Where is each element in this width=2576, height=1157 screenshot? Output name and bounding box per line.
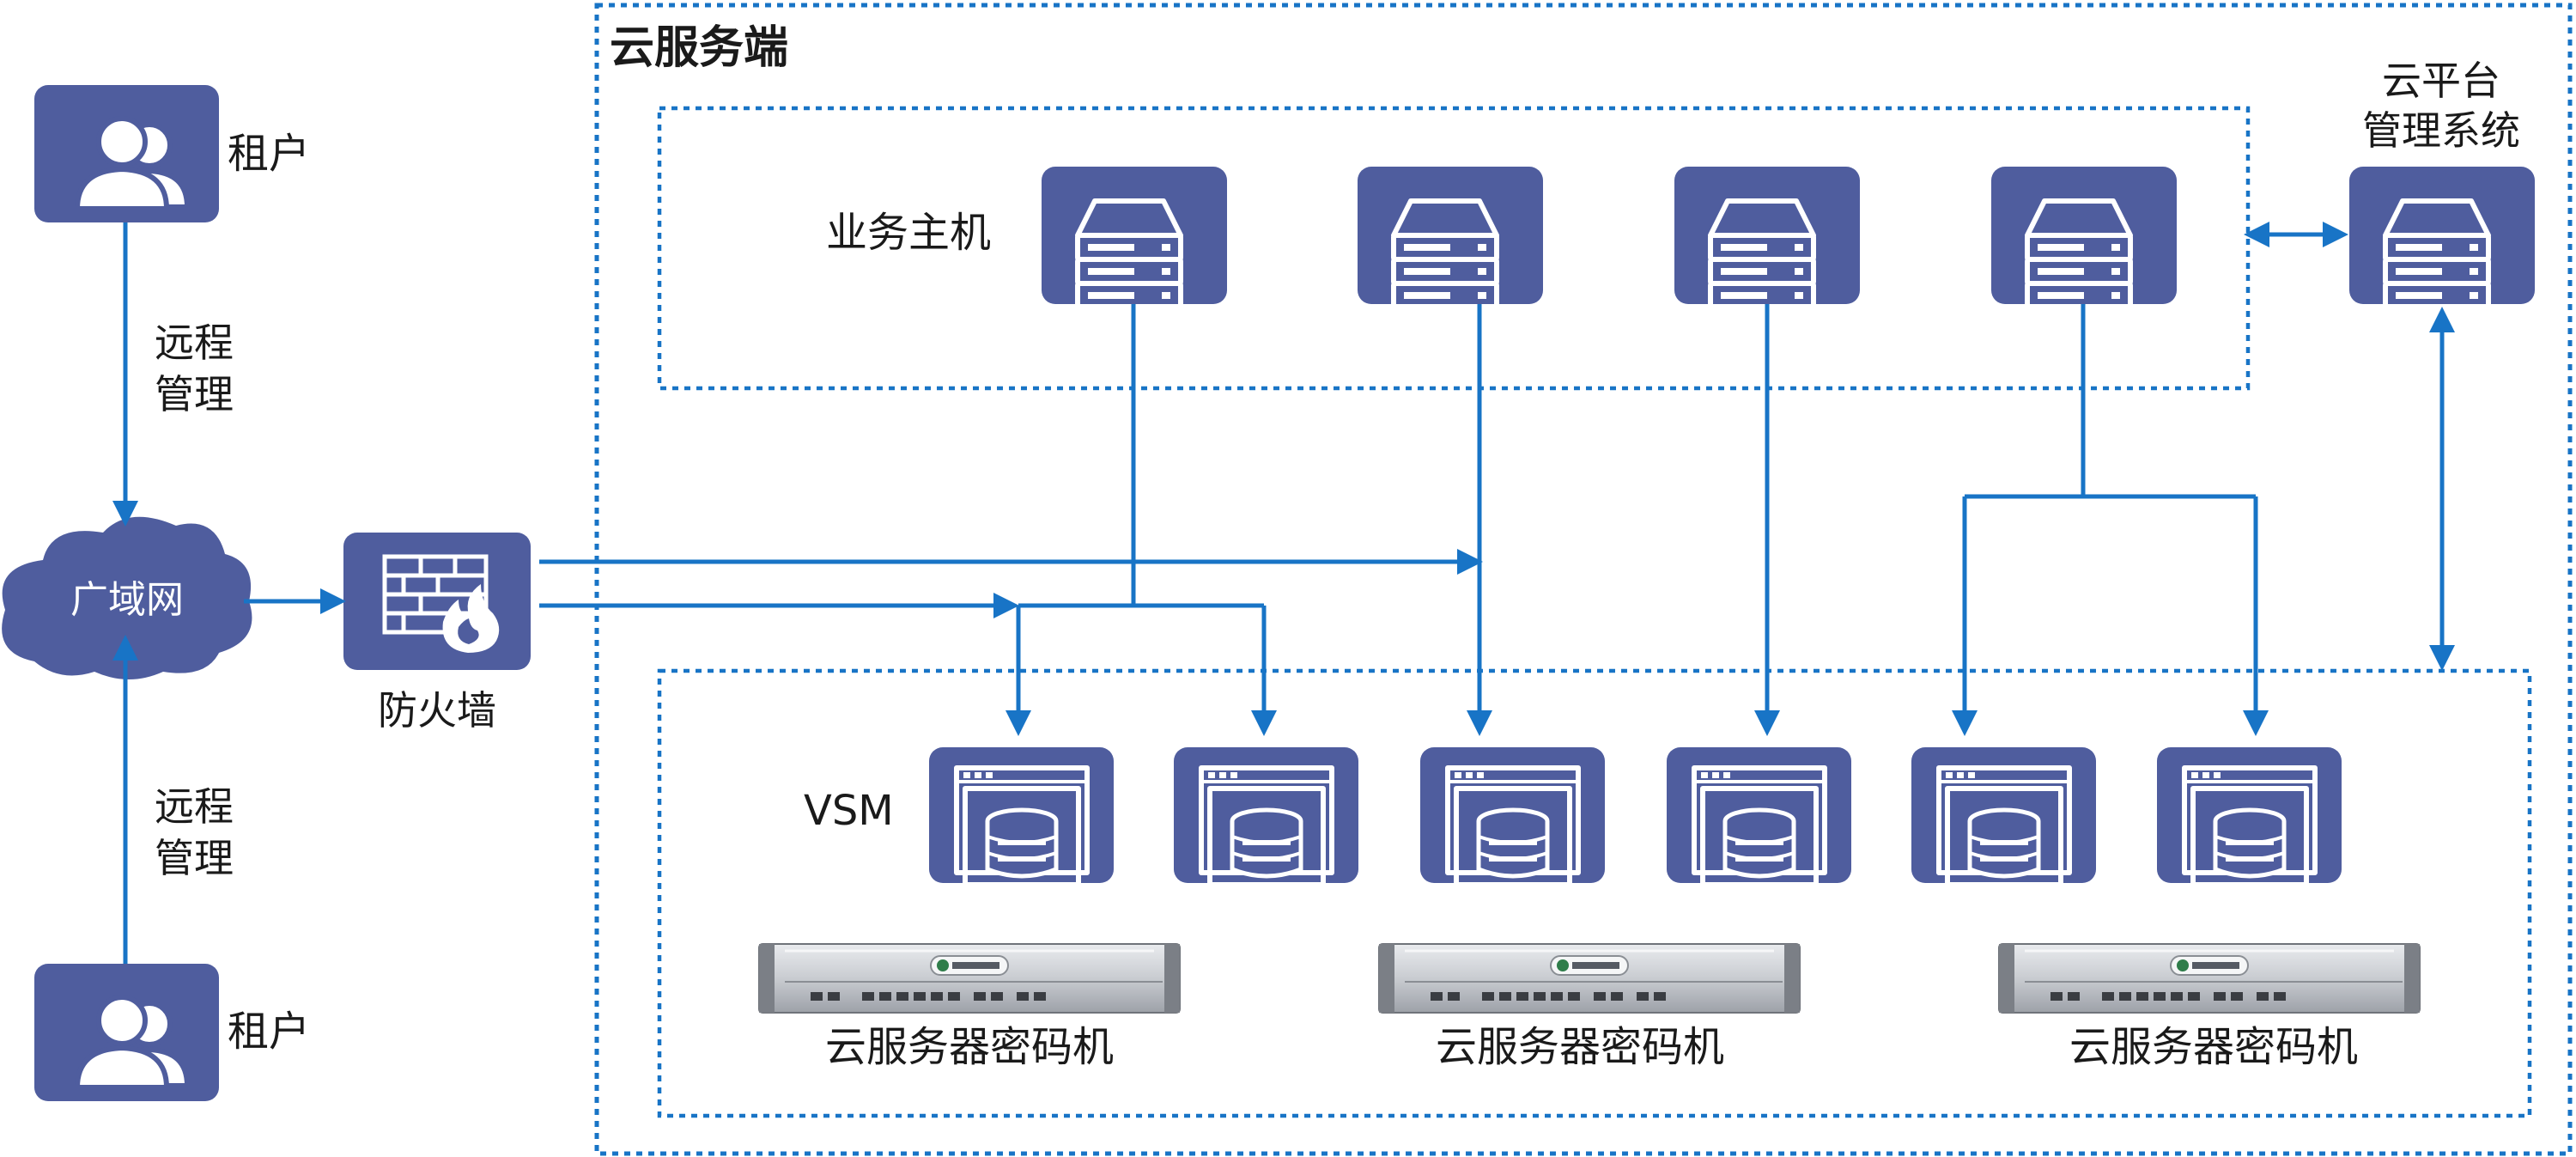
crypto-machine-label: 云服务器密码机 bbox=[825, 1023, 1114, 1071]
business-host bbox=[1042, 167, 1227, 308]
remote-management-bottom-line1: 远程 bbox=[155, 783, 234, 830]
vsm-instance bbox=[1911, 747, 2096, 885]
rack-appliance-image bbox=[1997, 942, 2421, 1014]
crypto-machine: 云服务器密码机 bbox=[1377, 942, 1801, 1071]
cloud-platform-line2: 管理系统 bbox=[2362, 107, 2520, 154]
cloud-platform-line1: 云平台 bbox=[2382, 58, 2500, 104]
rack-appliance-image bbox=[757, 942, 1182, 1014]
tenant-top: 租户 bbox=[34, 85, 310, 222]
vsm-group bbox=[657, 668, 2532, 1118]
tenant-top-label: 租户 bbox=[228, 130, 310, 178]
firewall: 防火墙 bbox=[343, 533, 531, 734]
cloud-platform-management bbox=[2349, 167, 2535, 308]
vsm-instance bbox=[1667, 747, 1851, 885]
business-host bbox=[1358, 167, 1543, 308]
business-host bbox=[1674, 167, 1860, 308]
firewall-icon bbox=[343, 533, 531, 670]
remote-management-top-line2: 管理 bbox=[155, 371, 234, 417]
tenant-bottom-label: 租户 bbox=[228, 1008, 310, 1056]
connectors bbox=[112, 222, 2455, 964]
cloud-server-zone bbox=[594, 3, 2573, 1156]
business-hosts-group bbox=[657, 106, 2251, 391]
tenant-bottom: 租户 bbox=[34, 964, 310, 1101]
crypto-machine: 云服务器密码机 bbox=[757, 942, 1182, 1071]
vsm-instance bbox=[929, 747, 1114, 885]
crypto-machine-label: 云服务器密码机 bbox=[2069, 1023, 2358, 1071]
crypto-machine-label: 云服务器密码机 bbox=[1436, 1023, 1724, 1071]
vsm-instance bbox=[1174, 747, 1358, 885]
crypto-machine: 云服务器密码机 bbox=[1997, 942, 2421, 1071]
wan-cloud: 广域网 bbox=[2, 516, 252, 679]
business-host bbox=[1991, 167, 2177, 308]
wan-label: 广域网 bbox=[70, 578, 184, 622]
vsm-instance bbox=[2157, 747, 2342, 885]
rack-appliance-image bbox=[1377, 942, 1801, 1014]
cloud-server-zone-title: 云服务端 bbox=[610, 22, 788, 74]
business-hosts-label: 业务主机 bbox=[826, 209, 991, 257]
vsm-label: VSM bbox=[804, 787, 894, 835]
firewall-label: 防火墙 bbox=[378, 687, 496, 734]
vsm-instance bbox=[1420, 747, 1605, 885]
remote-management-top-line1: 远程 bbox=[155, 320, 234, 366]
remote-management-bottom-line2: 管理 bbox=[155, 835, 234, 881]
cloud-icon bbox=[2, 516, 252, 679]
